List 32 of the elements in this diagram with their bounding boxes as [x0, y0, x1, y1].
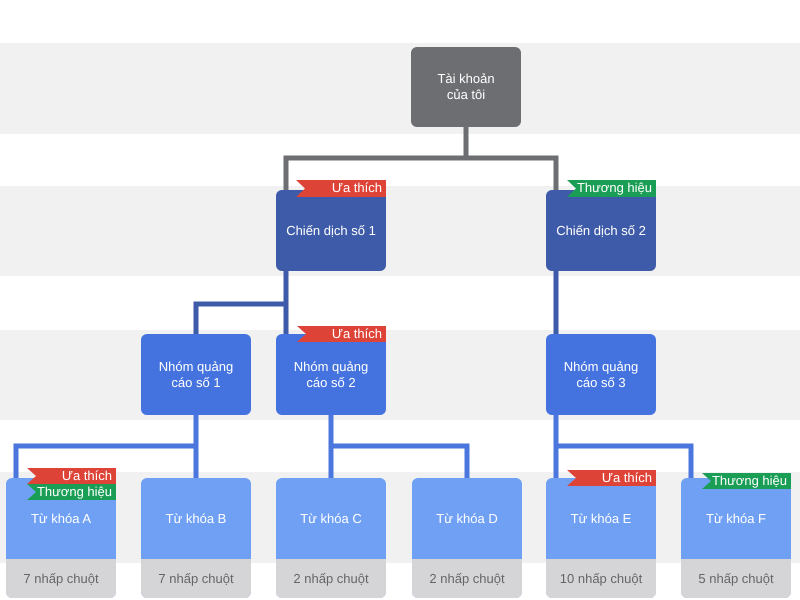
tag-ribbon: Ưa thích — [297, 326, 386, 342]
node-label: Từ khóa E — [570, 510, 632, 526]
click-count-bar: 5 nhấp chuột — [681, 559, 791, 598]
click-count-bar: 10 nhấp chuột — [546, 559, 656, 598]
node-label: Từ khóa A — [30, 510, 91, 526]
click-count-bar: 2 nhấp chuột — [412, 559, 522, 598]
ad-group-box — [546, 334, 656, 415]
keyword-card — [412, 478, 522, 598]
node-label: Từ khóa F — [706, 510, 766, 526]
click-count-bar: 2 nhấp chuột — [276, 559, 386, 598]
tag-ribbon: Ưa thích — [296, 180, 386, 197]
node-label: Chiến dịch số 2 — [556, 222, 646, 238]
node-label: Nhóm quảng cáo số 2 — [292, 358, 370, 390]
tag-ribbon: Ưa thích — [27, 468, 116, 484]
keyword-card — [141, 478, 251, 598]
node-label: Tài khoản của tôi — [436, 71, 496, 103]
click-count-bar: 7 nhấp chuột — [141, 559, 251, 598]
node-label: Nhóm quảng cáo số 3 — [562, 358, 640, 390]
tag-ribbon: Thương hiệu — [702, 473, 791, 489]
node-label: Từ khóa C — [300, 510, 362, 526]
tag-ribbon: Thương hiệu — [27, 484, 116, 500]
node-label: Nhóm quảng cáo số 1 — [158, 358, 234, 390]
click-count-bar: 7 nhấp chuột — [6, 559, 116, 598]
node-label: Từ khóa B — [166, 510, 226, 526]
account-box — [411, 47, 521, 127]
tag-ribbon: Ưa thích — [567, 470, 656, 486]
ad-group-box — [141, 334, 251, 415]
keyword-card — [276, 478, 386, 598]
node-label: Từ khóa D — [436, 510, 498, 526]
tag-ribbon: Thương hiệu — [567, 180, 656, 197]
node-label: Chiến dịch số 1 — [286, 222, 376, 238]
connector-line — [554, 271, 558, 334]
